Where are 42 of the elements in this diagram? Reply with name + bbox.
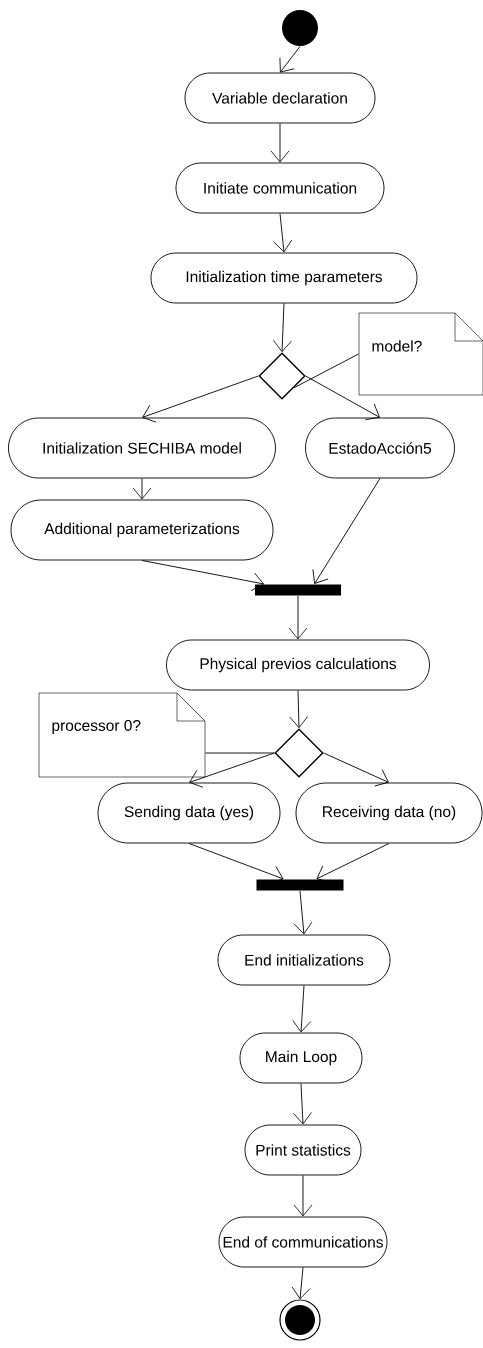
arrow: [289, 690, 309, 729]
arrow: [189, 752, 275, 788]
connector-line: [205, 752, 275, 754]
arrow: [292, 985, 312, 1033]
action-box: End initializations: [217, 934, 391, 986]
arrow: [291, 1267, 311, 1300]
action-box: Initiate communication: [175, 162, 385, 214]
action-box: Main Loop: [239, 1032, 363, 1084]
note-box: model?: [358, 312, 483, 396]
arrow: [279, 46, 301, 73]
start-node: [282, 10, 318, 46]
decision-diamond: [258, 352, 306, 400]
action-box: Variable declaration: [184, 72, 376, 124]
note-box: processor 0?: [38, 692, 206, 778]
arrow: [312, 478, 381, 584]
arrow: [316, 843, 390, 883]
arrow: [142, 375, 259, 423]
arrow: [270, 123, 290, 163]
action-box: Print statistics: [244, 1124, 362, 1176]
sync-bar: [255, 584, 341, 596]
arrow: [293, 1175, 313, 1217]
action-box: Initialization SECHIBA model: [8, 417, 276, 479]
connector-line: [293, 353, 359, 389]
arrow: [293, 890, 313, 935]
action-box: Initialization time parameters: [150, 252, 418, 304]
arrow: [273, 303, 292, 353]
arrow: [132, 478, 152, 500]
action-box: Physical previos calculations: [166, 639, 430, 691]
action-box: End of communications: [218, 1216, 388, 1268]
sync-bar: [256, 879, 344, 891]
action-box: Additional parameterizations: [10, 499, 274, 561]
arrow: [323, 752, 389, 787]
action-box: Sending data (yes): [97, 782, 281, 844]
decision-diamond: [274, 728, 324, 778]
arrow: [305, 375, 380, 421]
arrow: [273, 213, 293, 253]
final-node: [279, 1299, 321, 1341]
arrow: [141, 560, 264, 592]
arrow: [288, 595, 308, 640]
action-box: EstadoAcción5: [305, 417, 455, 479]
arrow: [293, 1083, 312, 1125]
action-box: Receiving data (no): [295, 782, 483, 844]
